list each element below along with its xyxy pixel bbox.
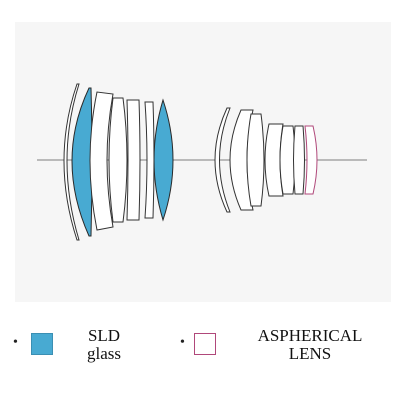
legend-sld: • SLD glass	[0, 322, 200, 372]
bullet-icon: •	[13, 335, 18, 350]
bullet-icon: •	[180, 335, 185, 350]
aspherical-label: ASPHERICAL LENS	[250, 327, 370, 363]
lens-diagram	[37, 83, 367, 241]
aspherical-lens	[304, 125, 318, 195]
lens-element-5	[126, 99, 141, 221]
lens-element-6	[144, 101, 155, 219]
aspherical-label-line2: LENS	[288, 344, 332, 363]
lens-element-3	[89, 91, 114, 231]
lens-element-8	[214, 107, 231, 213]
sld-label: SLD glass	[76, 327, 132, 363]
aspherical-swatch	[194, 333, 216, 355]
front-meniscus-lens	[63, 83, 80, 241]
sld-label-line1: SLD	[87, 326, 121, 345]
sld-label-line2: glass	[87, 344, 121, 363]
lens-element-13	[293, 125, 305, 195]
legend-aspherical: • ASPHERICAL LENS	[170, 322, 400, 372]
lens-diagram-panel	[15, 22, 391, 302]
sld-swatch	[31, 333, 53, 355]
aspherical-label-line1: ASPHERICAL	[257, 326, 363, 345]
sld-lens-1	[71, 87, 93, 237]
lens-element-4	[108, 97, 128, 223]
lens-element-10	[246, 113, 265, 207]
lens-element-12	[279, 125, 296, 195]
sld-lens-2	[153, 98, 174, 222]
